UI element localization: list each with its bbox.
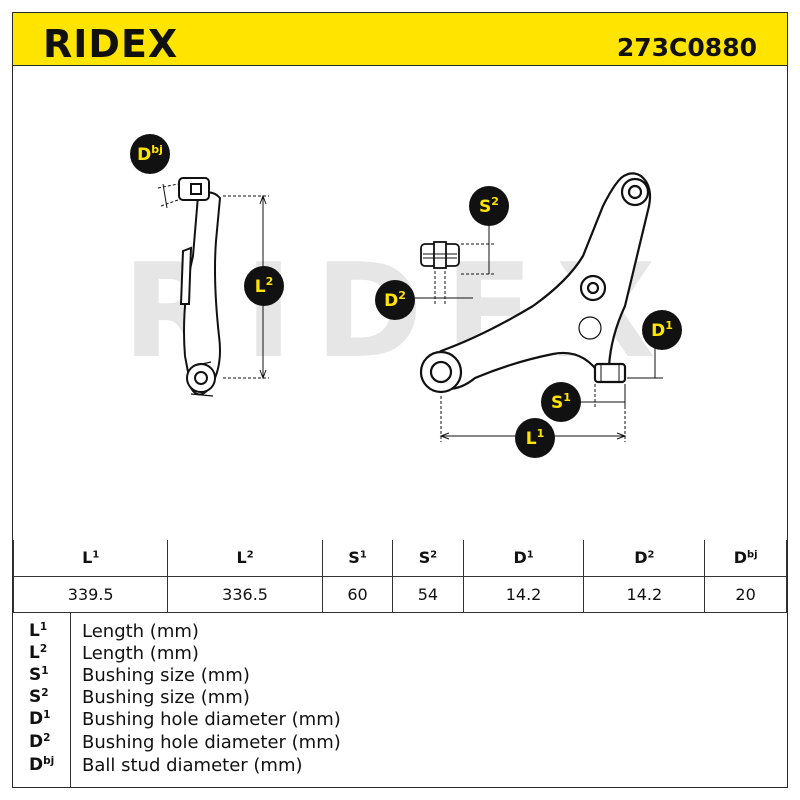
- part-number: 273C0880: [616, 33, 757, 62]
- spec-header-cell: D2: [583, 540, 706, 577]
- callout-d2: D2: [375, 280, 415, 320]
- legend-divider: [70, 613, 72, 788]
- legend-description: Bushing size (mm): [82, 687, 250, 708]
- d1-dimension: [627, 344, 663, 379]
- spec-table: L1 L2 S1 S2 D1 D2 Dbj 339.5 336.5 60 54 …: [12, 540, 787, 613]
- arm-plan-view: [419, 172, 652, 394]
- spec-value-cell: 339.5: [12, 576, 169, 613]
- spec-header-cell: D1: [462, 540, 585, 577]
- legend-description: Length (mm): [82, 643, 199, 664]
- legend-description: Length (mm): [82, 621, 199, 642]
- legend-row: S2 Bushing size (mm): [13, 687, 787, 709]
- s1-dimension: [575, 384, 626, 408]
- svg-text:L2: L2: [255, 275, 274, 297]
- legend-symbol: L1: [29, 621, 48, 641]
- svg-text:S1: S1: [551, 391, 571, 413]
- callout-s2: S2: [469, 186, 509, 226]
- spec-value-cell: 20: [704, 576, 787, 613]
- arm-side-view: [178, 177, 222, 397]
- legend-row: Dbj Ball stud diameter (mm): [13, 755, 787, 777]
- legend-symbol: D2: [29, 732, 51, 752]
- spec-value-cell: 14.2: [462, 576, 585, 613]
- spec-value-cell: 336.5: [167, 576, 323, 613]
- legend-row: L2 Length (mm): [13, 643, 787, 665]
- small-bushing: [420, 241, 460, 269]
- d2-dimension: [413, 271, 473, 306]
- legend-description: Ball stud diameter (mm): [82, 755, 303, 776]
- legend-symbol: D1: [29, 709, 51, 729]
- legend-symbol: S2: [29, 687, 49, 707]
- spec-header-row: L1 L2 S1 S2 D1 D2 Dbj: [12, 540, 787, 577]
- dbj-dimension: [157, 183, 179, 209]
- spec-value-cell: 14.2: [583, 576, 706, 613]
- spec-header-cell: S2: [392, 540, 464, 577]
- callout-l2: L2: [244, 266, 284, 306]
- page-frame: [12, 12, 788, 788]
- spec-value-row: 339.5 336.5 60 54 14.2 14.2 20: [12, 576, 787, 613]
- spec-header-cell: Dbj: [704, 540, 787, 577]
- spec-value-cell: 60: [321, 576, 394, 613]
- legend-row: D1 Bushing hole diameter (mm): [13, 709, 787, 731]
- drawing-canvas: RIDEX: [122, 134, 682, 458]
- spec-header-cell: L1: [12, 540, 169, 577]
- svg-text:D1: D1: [651, 319, 673, 341]
- legend: L1 Length (mm) L2 Length (mm) S1 Bushing…: [13, 612, 787, 788]
- svg-text:S2: S2: [479, 195, 499, 217]
- legend-description: Bushing hole diameter (mm): [82, 709, 341, 730]
- technical-drawing: RIDEX: [13, 66, 787, 540]
- legend-row: D2 Bushing hole diameter (mm): [13, 732, 787, 754]
- legend-row: S1 Bushing size (mm): [13, 665, 787, 687]
- spec-header-cell: S1: [321, 540, 394, 577]
- callout-d1: D1: [642, 310, 682, 350]
- legend-description: Bushing hole diameter (mm): [82, 732, 341, 753]
- svg-text:D2: D2: [384, 289, 406, 311]
- spec-header-cell: L2: [167, 540, 323, 577]
- svg-text:L1: L1: [526, 427, 545, 449]
- svg-text:Dbj: Dbj: [137, 143, 163, 165]
- legend-symbol: L2: [29, 643, 48, 663]
- spec-value-cell: 54: [392, 576, 464, 613]
- header-bar: RIDEX 273C0880: [13, 13, 787, 66]
- legend-description: Bushing size (mm): [82, 665, 250, 686]
- legend-symbol: Dbj: [29, 755, 55, 775]
- callout-dbj: Dbj: [130, 134, 170, 174]
- legend-symbol: S1: [29, 665, 49, 685]
- callout-l1: L1: [515, 418, 555, 458]
- callout-s1: S1: [541, 382, 581, 422]
- brand-logo: RIDEX: [43, 22, 179, 66]
- legend-row: L1 Length (mm): [13, 621, 787, 643]
